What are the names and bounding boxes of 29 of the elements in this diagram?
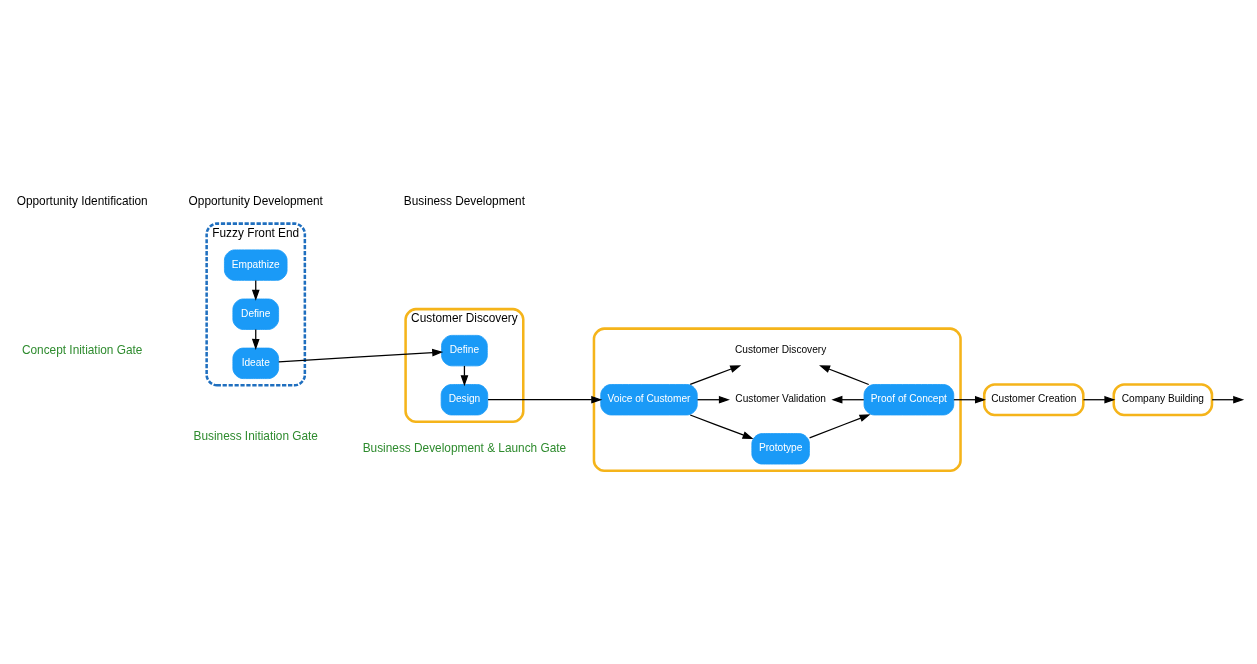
node-box: Company Building xyxy=(1112,383,1214,417)
node-box: Voice of Customer xyxy=(600,384,698,416)
node-box: Proof of Concept xyxy=(863,384,955,416)
node-box: Prototype xyxy=(751,433,810,465)
node-box: Define xyxy=(441,334,488,367)
arrow xyxy=(278,348,444,363)
node-text: Customer Validation xyxy=(735,393,826,405)
arrow xyxy=(1082,395,1116,404)
arrow xyxy=(953,395,986,404)
arrow xyxy=(831,395,865,404)
node-box: Empathize xyxy=(224,249,288,281)
arrow xyxy=(696,395,730,404)
label: Concept Initiation Gate xyxy=(21,342,143,357)
arrow xyxy=(689,365,742,386)
node-box: Define xyxy=(232,298,280,330)
label: Opportunity Identification xyxy=(16,193,148,208)
label: Opportunity Development xyxy=(188,193,323,208)
label: Business Development xyxy=(403,193,525,208)
label: Business Development & Launch Gate xyxy=(362,440,567,455)
arrow xyxy=(487,395,603,404)
arrow xyxy=(819,365,870,386)
node-box: Customer Creation xyxy=(982,383,1085,417)
arrow xyxy=(808,414,871,439)
label: Business Initiation Gate xyxy=(193,429,318,444)
arrow xyxy=(1211,395,1245,404)
arrow xyxy=(689,414,754,439)
node-text: Customer Discovery xyxy=(734,344,827,356)
node-box: Ideate xyxy=(232,347,280,379)
node-box: Design xyxy=(440,384,489,416)
